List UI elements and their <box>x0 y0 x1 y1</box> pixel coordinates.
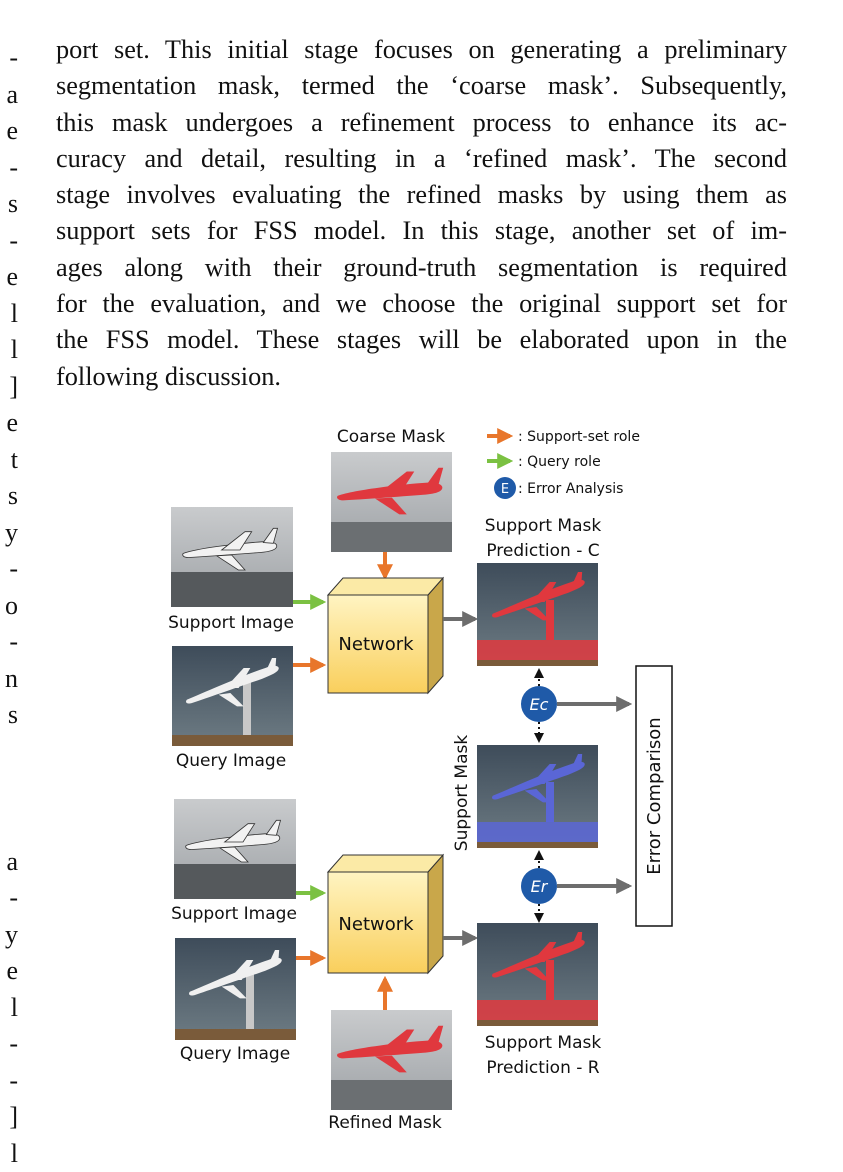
prediction-r-label-line2: Prediction - R <box>486 1058 599 1078</box>
left-column-fragment: o <box>0 588 18 625</box>
prediction-c-image <box>477 563 598 666</box>
body-paragraph: port set. This initial stage focuses on … <box>56 32 787 395</box>
query-image-bottom <box>175 938 296 1040</box>
paragraph-line: this mask undergoes a refinement process… <box>56 105 787 141</box>
left-column-fragment: ] <box>0 1099 18 1136</box>
left-column-fragment: - <box>0 880 18 917</box>
query-image-bottom-label: Query Image <box>180 1044 290 1064</box>
legend-query-label: : Query role <box>518 454 601 470</box>
paragraph-line: support sets for FSS model. In this stag… <box>56 213 787 249</box>
left-column-fragment: y <box>0 917 18 954</box>
left-column-fragment: y <box>0 515 18 552</box>
left-column-fragment: n <box>0 661 18 698</box>
network-top-label: Network <box>338 634 414 655</box>
coarse-mask-image <box>331 452 452 552</box>
legend-support-label: : Support-set role <box>518 429 640 445</box>
prediction-r-label-line1: Support Mask <box>485 1033 602 1053</box>
refined-mask-label: Refined Mask <box>328 1113 442 1133</box>
error-comparison-label: Error Comparison <box>644 717 665 874</box>
left-column-fragment: - <box>0 1063 18 1100</box>
support-image-bottom <box>174 799 296 899</box>
support-image-top-label: Support Image <box>168 613 294 633</box>
left-column-fragment: l <box>0 296 18 333</box>
left-column-fragment: e <box>0 953 18 990</box>
support-image-top <box>171 507 293 607</box>
left-column-fragment: - <box>0 40 18 77</box>
prediction-c-label-line2: Prediction - C <box>486 541 599 561</box>
left-column-fragment: - <box>0 624 18 661</box>
paragraph-line: ages along with their ground-truth segme… <box>56 250 787 286</box>
left-column-fragment: - <box>0 551 18 588</box>
prediction-r-image <box>477 923 598 1026</box>
paragraph-line: segmentation mask, termed the ‘coarse ma… <box>56 68 787 104</box>
left-column-fragment: ] <box>0 369 18 406</box>
left-column-fragment: - <box>0 223 18 260</box>
er-label: Er <box>531 877 549 896</box>
support-image-bottom-label: Support Image <box>171 904 297 924</box>
left-column-fragment: e <box>0 259 18 296</box>
left-column-fragment: l <box>0 332 18 369</box>
left-column-fragment: s <box>0 478 18 515</box>
support-mask-image <box>477 745 598 848</box>
paragraph-line: curacy and detail, resulting in a ‘refin… <box>56 141 787 177</box>
left-column-fragment: - <box>0 150 18 187</box>
support-mask-label: Support Mask <box>452 735 472 852</box>
legend-error-symbol: E <box>501 482 509 497</box>
left-column-fragment: a <box>0 77 18 114</box>
left-column-fragment: e <box>0 405 18 442</box>
legend: : Support-set role : Query role E : Erro… <box>487 429 640 499</box>
query-image-top-label: Query Image <box>176 751 286 771</box>
query-image-top <box>172 646 293 746</box>
left-column-fragment: a <box>0 844 18 881</box>
paragraph-line: stage involves evaluating the refined ma… <box>56 177 787 213</box>
left-column-gap <box>0 734 18 844</box>
left-column-fragment: t <box>0 442 18 479</box>
coarse-mask-label: Coarse Mask <box>337 427 445 447</box>
left-column-fragment: l <box>0 990 18 1027</box>
ec-label: Ec <box>530 695 549 714</box>
left-column-fragment: s <box>0 697 18 734</box>
paragraph-line: port set. This initial stage focuses on … <box>56 32 787 68</box>
legend-error-label: : Error Analysis <box>518 481 623 497</box>
network-bottom-label: Network <box>338 914 414 935</box>
paragraph-line: the FSS model. These stages will be elab… <box>56 322 787 358</box>
left-column-fragment: e <box>0 113 18 150</box>
prediction-c-label-line1: Support Mask <box>485 516 602 536</box>
left-column-fragment: s <box>0 186 18 223</box>
refined-mask-image <box>331 1010 452 1110</box>
paragraph-line: following discussion. <box>56 359 787 395</box>
left-column-fragment: - <box>0 1026 18 1063</box>
left-column-fragment: l <box>0 1136 18 1172</box>
paragraph-line: for the evaluation, and we choose the or… <box>56 286 787 322</box>
